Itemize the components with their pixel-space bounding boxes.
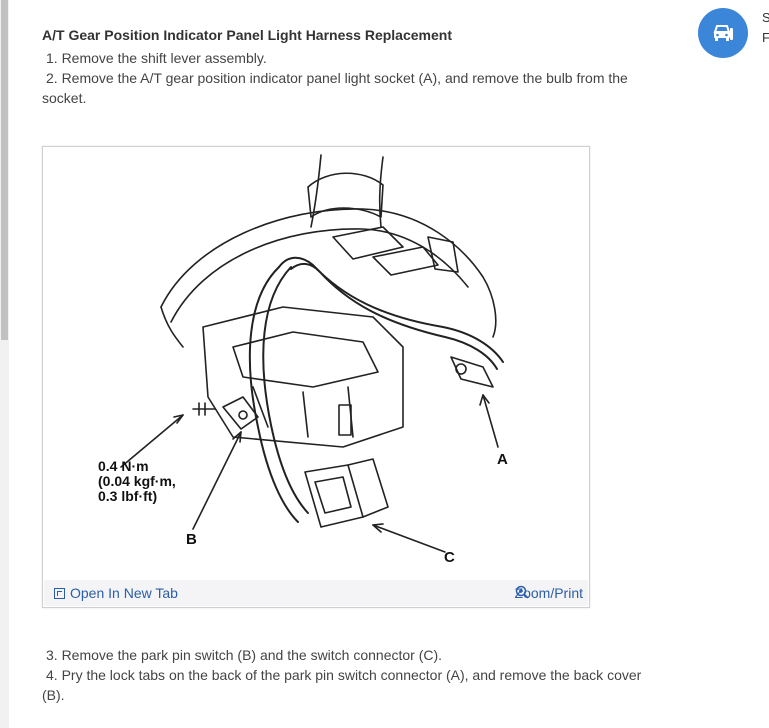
- leader-torque: [120, 414, 184, 468]
- car-repair-button[interactable]: [698, 8, 748, 58]
- side-text-top: S: [762, 10, 769, 25]
- panel-tab-1: [332, 226, 404, 260]
- leader-b-arrow: [232, 431, 242, 443]
- scrollbar-thumb[interactable]: [1, 0, 8, 340]
- mechanism-line-1: [252, 386, 269, 428]
- socket-bulb: [455, 363, 467, 375]
- housing-left-edge: [160, 306, 184, 348]
- switch-screw-hole: [238, 410, 248, 420]
- mechanism-top: [232, 331, 379, 388]
- step-2-text: 2. Remove the A/T gear position indicato…: [42, 70, 628, 106]
- step-4: 4. Pry the lock tabs on the back of the …: [42, 665, 657, 705]
- wire-top-b: [290, 263, 498, 370]
- leader-torque-arrow: [173, 414, 184, 424]
- wire-outer: [248, 266, 299, 523]
- lever-line-right: [378, 156, 384, 228]
- mechanism-body: [202, 306, 404, 448]
- side-text-bottom: F: [762, 30, 769, 45]
- callout-b: B: [186, 531, 197, 548]
- torque-spec-label: 0.4 N·m (0.04 kgf·m, 0.3 lbf·ft): [98, 458, 176, 504]
- mechanism-line-2: [302, 391, 309, 438]
- document-top: A/T Gear Position Indicator Panel Light …: [42, 26, 652, 108]
- open-new-tab-label: Open In New Tab: [70, 585, 178, 601]
- step-3: 3. Remove the park pin switch (B) and th…: [42, 645, 657, 665]
- connector-face: [314, 476, 352, 514]
- housing-arc-outer: [160, 208, 497, 338]
- switch-connector: [304, 464, 364, 528]
- left-scrollbar[interactable]: [0, 0, 9, 728]
- leader-a-arrow: [479, 394, 490, 406]
- panel-tab-2: [372, 246, 439, 276]
- zoom-print-link[interactable]: Zoom/Print: [515, 585, 583, 601]
- page-title: A/T Gear Position Indicator Panel Light …: [42, 27, 452, 43]
- park-pin-switch: [222, 396, 259, 430]
- connector-side: [347, 458, 389, 518]
- figure-toolbar: Open In New Tab Zoom/Print: [44, 580, 588, 606]
- open-new-tab-link[interactable]: Open In New Tab: [54, 585, 178, 601]
- step-3-text: 3. Remove the park pin switch (B) and th…: [46, 647, 443, 663]
- panel-tab-3: [427, 236, 459, 273]
- slot-cutout: [338, 404, 352, 436]
- lever-boot: [307, 172, 384, 218]
- callout-a: A: [497, 451, 508, 468]
- step-1: 1. Remove the shift lever assembly.: [46, 50, 267, 66]
- illustration-figure: 0.4 N·m (0.04 kgf·m, 0.3 lbf·ft) A B C O…: [42, 146, 590, 608]
- leader-c-arrow: [372, 523, 384, 533]
- step-2: 2. Remove the A/T gear position indicato…: [42, 68, 652, 108]
- wire-inner: [262, 266, 309, 514]
- housing-arc-inner: [170, 228, 469, 323]
- zoom-print-label: Zoom/Print: [514, 585, 583, 601]
- document-bottom: 3. Remove the park pin switch (B) and th…: [42, 645, 657, 705]
- leader-b: [192, 431, 242, 530]
- lever-line-left: [310, 154, 322, 228]
- car-repair-icon: [713, 25, 733, 41]
- zoom-in-icon: [515, 585, 529, 599]
- open-external-icon: [54, 587, 65, 599]
- leader-a: [482, 394, 499, 448]
- step-4-text: 4. Pry the lock tabs on the back of the …: [42, 667, 642, 703]
- bolt: [192, 402, 216, 416]
- callout-c: C: [444, 549, 455, 566]
- wire-top-a: [278, 256, 504, 363]
- leader-c: [372, 524, 446, 553]
- assembly-drawing: [120, 154, 504, 553]
